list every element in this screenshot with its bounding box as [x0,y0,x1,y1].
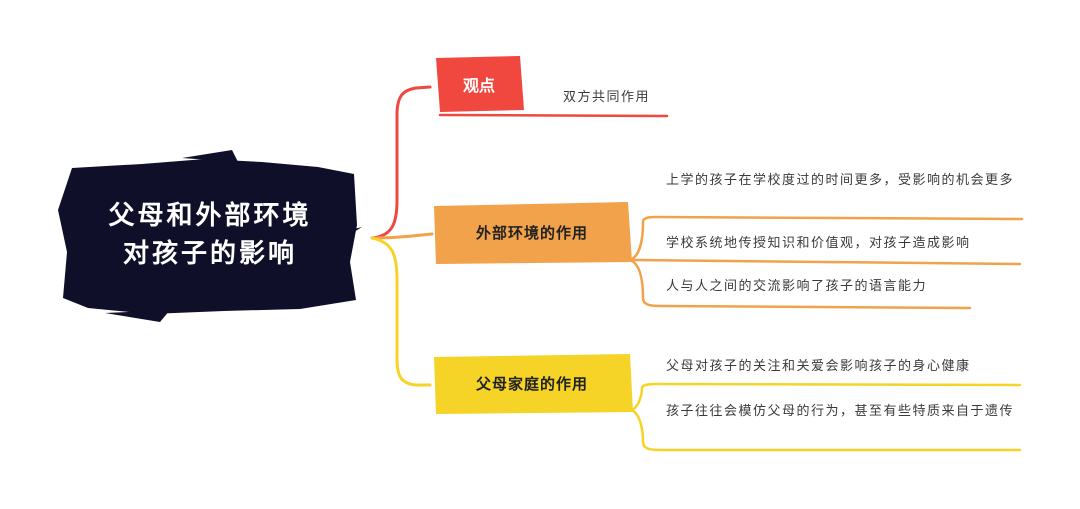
root-title-line2: 对孩子的影响 [122,239,297,269]
environment-leaf-3: 人与人之间的交流影响了孩子的语言能力 [666,279,928,294]
root-node-shape [58,159,357,314]
family-leaf-2: 孩子往往会模仿父母的行为，甚至有些特质来自于遗传 [666,404,1015,419]
branch-view-label: 观点 [462,76,495,95]
environment-subconnector-2 [628,258,1022,266]
family-leaf-1: 父母对孩子的关注和关爱会影响孩子的身心健康 [666,359,971,374]
view-leaf-underline [438,113,669,118]
view-leaf-1: 双方共同作用 [563,90,651,105]
root-title-line1: 父母和外部环境 [108,201,312,231]
branch-environment-shape [434,202,632,264]
environment-subconnector [628,215,1024,262]
branch-view-shape [436,56,524,112]
branch-family-shape [434,354,633,414]
root-node: 父母和外部环境 对孩子的影响 [60,160,360,310]
environment-leaf-2: 学校系统地传授知识和价值观，对孩子造成影响 [666,236,971,251]
family-subconnector-2 [630,408,1022,452]
connector-family [370,236,432,387]
environment-subconnector-3 [628,258,972,310]
family-subconnector [630,382,1022,412]
environment-leaf-1: 上学的孩子在学校度过的时间更多，受影响的机会更多 [666,173,1015,188]
branch-family-label: 父母家庭的作用 [475,374,588,393]
connector-view [370,85,432,240]
branch-environment-label: 外部环境的作用 [475,223,588,242]
